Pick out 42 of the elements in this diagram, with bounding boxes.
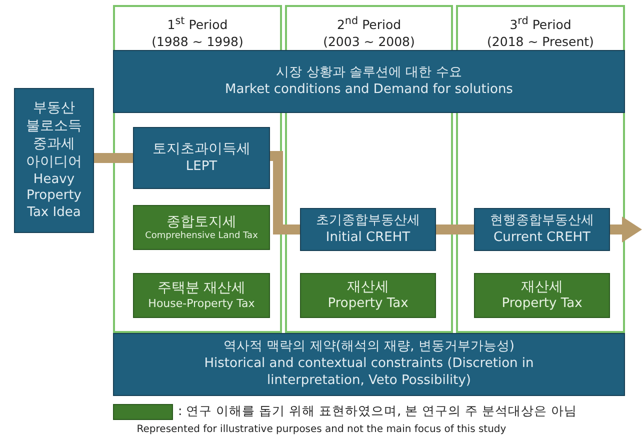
banner-box [113,50,625,113]
box-subtitle: Property Tax [500,296,584,314]
box-title: 시장 상황과 솔루션에 대한 수요 [275,64,463,82]
concept-box [133,127,270,189]
concept-box [474,208,610,251]
box-subtitle: Initial CREHT [324,230,412,246]
box-subtitle: Comprehensive Land Tax [144,230,259,242]
connector-band [94,153,133,163]
box-subtitle: Market conditions and Demand for solutions [224,82,514,98]
period-years: (1988 ~ 1998) [152,33,244,50]
tax-box [133,273,270,318]
box-title: 주택분 재산세 [156,279,247,298]
period-heading: 1$^{st}$ Period [166,14,229,34]
period-heading: 2$^{nd}$ Period [336,14,402,34]
tax-box [300,273,436,318]
box-title: 종합토지세 [166,212,238,231]
tax-box [133,205,270,250]
box-title: 토지초과이득세 [152,140,252,159]
box-title: 현행종합부동산세 [489,212,595,230]
box-subtitle: Historical and contextual constraints (Discretion in linterpretation, Veto Possibility) [203,356,535,390]
box-subtitle: House-Property Tax [147,297,256,312]
box-subtitle: Heavy Property Tax Idea [25,172,82,222]
legend-text: : 연구 이해를 돕기 위해 표현하였으며, 본 연구의 주 분석대상은 아님 [178,403,577,420]
connector-band [436,224,474,234]
concept-box [300,208,436,251]
concept-box [14,88,94,233]
arrow [610,216,642,242]
banner-box [113,333,625,396]
box-title: 초기종합부동산세 [315,212,421,230]
period-heading: 3$^{rd}$ Period [508,14,572,34]
note-text: Represented for illustrative purposes and not the main focus of this study [136,424,506,435]
connector-band [270,151,300,234]
box-title: 역사적 맥락의 제약(해석의 재량, 변동거부가능성) [222,339,516,356]
period-years: (2018 ~ Present) [487,33,594,50]
box-subtitle: Current CREHT [492,230,592,246]
box-title: 재산세 [346,278,390,296]
period-years: (2003 ~ 2008) [323,33,415,50]
box-title: 부동산 불로소득 중과세 아이디어 [25,98,83,172]
tax-box [474,273,610,318]
box-subtitle: LEPT [184,158,218,176]
box-subtitle: Property Tax [326,296,410,314]
box-title: 재산세 [520,278,564,296]
